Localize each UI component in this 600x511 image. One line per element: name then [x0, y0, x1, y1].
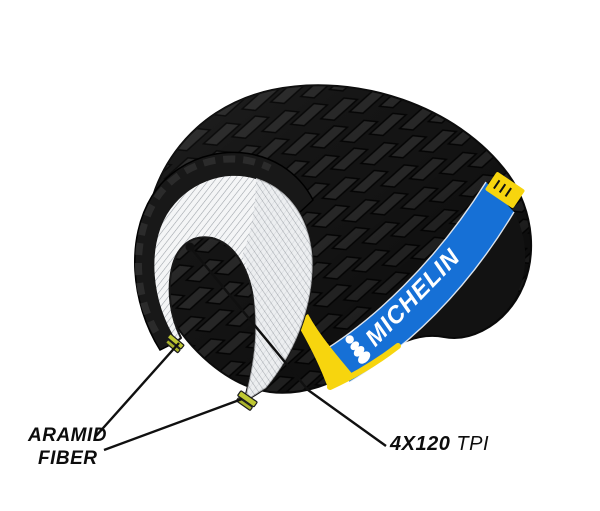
bead-aramid-left [165, 333, 185, 354]
sidewall-pinstripe-top [317, 181, 487, 355]
label-tpi-value: 4X120 [390, 433, 451, 455]
label-aramid-line2: FIBER [38, 448, 98, 469]
bead-aramid-right [236, 390, 258, 411]
yellow-badge [485, 172, 525, 208]
label-tpi-unit: TPI [456, 433, 490, 455]
casing-inner-wall [242, 178, 313, 402]
michelin-man-icon [345, 335, 371, 364]
sidewall-blue-band [318, 182, 514, 382]
leader-tpi [189, 246, 387, 447]
tread-cap-knobs [135, 155, 272, 334]
callout-lines [95, 246, 387, 452]
yellow-accent-stripe [327, 343, 401, 390]
tire-cutaway-illustration: MICHELIN [95, 84, 533, 452]
leader-aramid-1 [95, 342, 180, 437]
leader-aramid-2 [103, 397, 243, 452]
leader-tpi-dot [185, 242, 195, 252]
label-aramid-line1: ARAMID [28, 425, 107, 446]
label-aramid-fiber: ARAMID FIBER [28, 424, 107, 470]
label-tpi: 4X120 TPI [390, 433, 489, 456]
yellow-accent-wedge [296, 314, 354, 388]
